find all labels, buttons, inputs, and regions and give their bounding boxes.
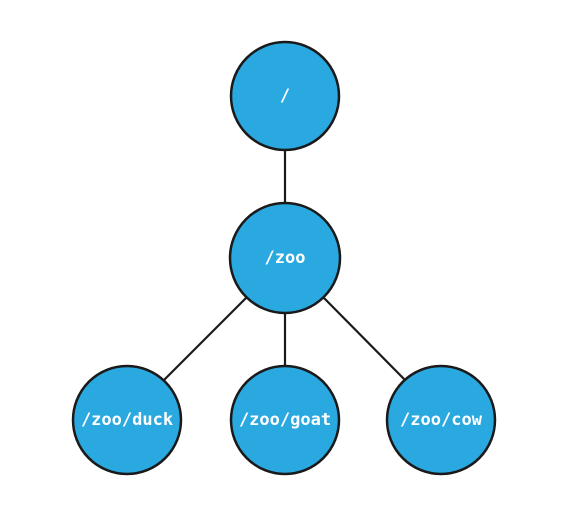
node-zoo: /zoo [228, 201, 342, 315]
node-root-circle [229, 40, 341, 152]
node-cow: /zoo/cow [385, 364, 497, 476]
node-zoo-circle [228, 201, 342, 315]
node-goat-circle [229, 364, 341, 476]
node-root: / [229, 40, 341, 152]
edge-zoo-duck [163, 296, 248, 381]
edge-zoo-cow [322, 296, 406, 381]
node-zoo-label: /zoo [265, 248, 306, 268]
node-duck: /zoo/duck [71, 364, 183, 476]
node-duck-circle [71, 364, 183, 476]
node-root-label: / [280, 86, 290, 106]
node-goat: /zoo/goat [229, 364, 341, 476]
node-cow-label: /zoo/cow [400, 410, 483, 430]
node-goat-label: /zoo/goat [239, 410, 331, 430]
node-cow-circle [385, 364, 497, 476]
nodes-layer: / /zoo /zoo/duck /zoo/goat /zoo/cow [71, 40, 497, 476]
node-duck-label: /zoo/duck [81, 410, 173, 430]
edges-layer [163, 150, 406, 381]
